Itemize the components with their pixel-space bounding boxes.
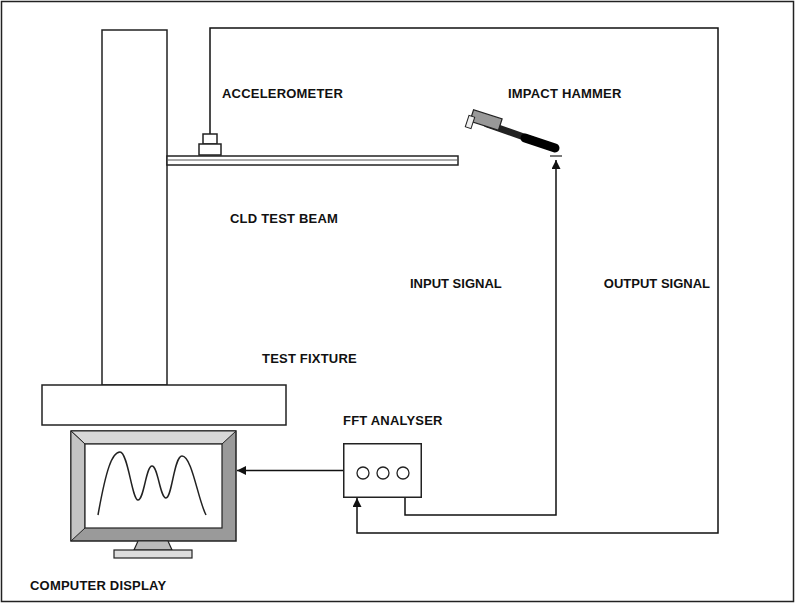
frequency-response-curve [98, 452, 206, 515]
sensor-body [199, 144, 221, 155]
analyser-box [344, 444, 422, 498]
analyser-knob [377, 467, 389, 479]
computer-display: COMPUTER DISPLAY [70, 430, 237, 560]
fft-analyser: FFT ANALYSER [343, 443, 422, 498]
accelerometer-shape [198, 134, 222, 156]
hammer-tip [465, 115, 474, 128]
fixture-column [102, 30, 167, 385]
impact-hammer: IMPACT HAMMER [465, 108, 565, 160]
bezel-top [71, 431, 236, 444]
impact-hammer-shape [465, 108, 565, 160]
part-label: CLD TEST BEAM [230, 211, 338, 226]
computer-display-shape [70, 430, 237, 560]
node-caption: FFT ANALYSER [343, 413, 443, 428]
node-caption: COMPUTER DISPLAY [30, 578, 166, 593]
part-label: TEST FIXTURE [262, 351, 357, 366]
fft-analyser-shape [343, 443, 422, 498]
signal-connector [237, 470, 343, 472]
signal-label: INPUT SIGNAL [408, 276, 504, 291]
signal-label: OUTPUT SIGNAL [602, 276, 712, 291]
signal-connector [405, 160, 556, 515]
beam-layer-line [167, 160, 458, 161]
analyser-knob [397, 467, 409, 479]
fixture-base [42, 385, 286, 425]
monitor-bezel [71, 431, 236, 541]
sensor-stem [203, 134, 217, 144]
bezel-left [71, 431, 85, 541]
hammer-grip [525, 138, 555, 148]
monitor-neck [134, 541, 172, 550]
hammer-head [470, 110, 502, 131]
monitor-base [114, 550, 192, 558]
node-caption: IMPACT HAMMER [508, 86, 622, 101]
node-caption: ACCELEROMETER [222, 86, 343, 101]
monitor-screen [85, 444, 222, 528]
hammer-cable-tick [550, 155, 562, 156]
cld-test-beam [167, 156, 458, 165]
accelerometer: ACCELEROMETER [198, 134, 222, 156]
signal-connector [210, 28, 718, 533]
analyser-knob [357, 467, 369, 479]
